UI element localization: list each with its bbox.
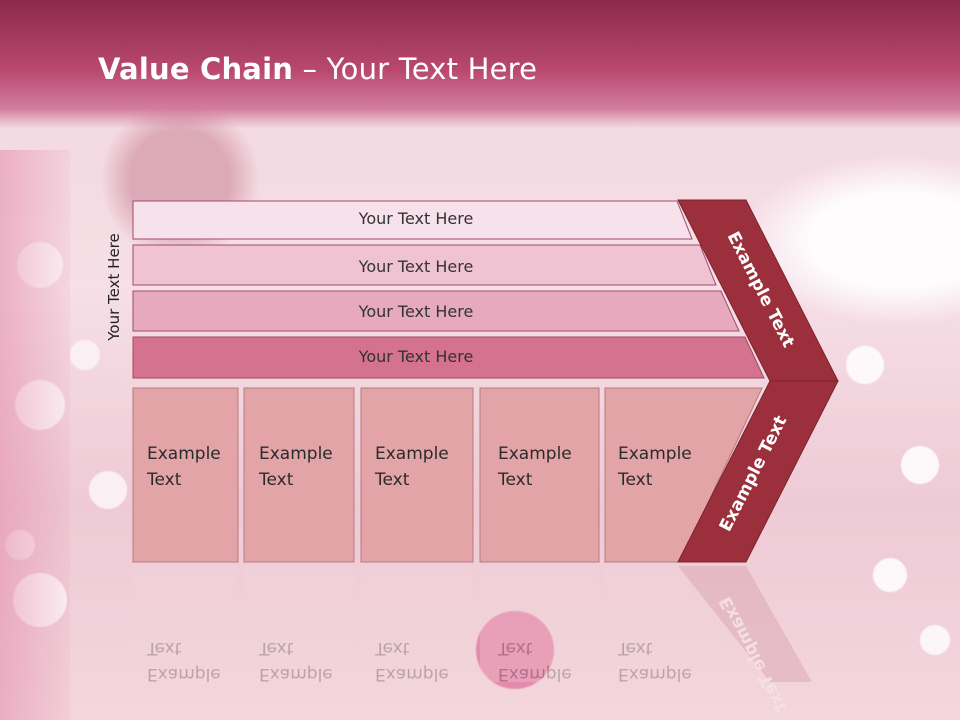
reflection-column-2-line1: Example [259, 664, 333, 684]
reflection-column-4-line1: Example [498, 664, 572, 684]
column-2-line1: Example [259, 444, 333, 464]
slide-title-rest: – Your Text Here [293, 52, 538, 86]
slide-title-bold: Value Chain [98, 52, 294, 86]
bar-1-shape [132, 200, 693, 240]
title-bar [0, 0, 960, 128]
reflection-column-1-line1: Example [147, 664, 221, 684]
diagram-reflection: Example Text Example Text Example Text E… [133, 566, 812, 715]
column-1-line2: Text [146, 470, 182, 490]
reflection-column-4-line2: Text [497, 638, 533, 658]
column-4[interactable]: Example Text [479, 387, 600, 563]
reflection-column-1 [133, 566, 238, 682]
column-3-line2: Text [374, 470, 410, 490]
column-1-line1: Example [147, 444, 221, 464]
column-5-line1: Example [618, 444, 692, 464]
bar-1-label: Your Text Here [358, 209, 474, 228]
reflection-column-5 [605, 566, 734, 682]
bar-4-label: Your Text Here [358, 347, 474, 366]
reflection-column-1-line2: Text [146, 638, 182, 658]
column-5-line2: Text [617, 470, 653, 490]
chevron-lower-shape [677, 380, 839, 563]
column-1-box [132, 387, 239, 563]
reflection-column-2 [244, 566, 354, 682]
bar-4[interactable]: Your Text Here [132, 336, 765, 379]
bar-3[interactable]: Your Text Here [132, 290, 740, 332]
reflection-column-3-line2: Text [374, 638, 410, 658]
reflection-column-5-line2: Text [617, 638, 653, 658]
column-4-box [479, 387, 600, 563]
bar-3-shape [132, 290, 740, 332]
reflection-column-4 [480, 566, 599, 682]
column-3-box [360, 387, 474, 563]
column-3[interactable]: Example Text [360, 387, 474, 563]
column-2-line2: Text [258, 470, 294, 490]
bar-3-label: Your Text Here [358, 302, 474, 321]
column-2[interactable]: Example Text [243, 387, 355, 563]
reflection-chevron [678, 566, 812, 682]
column-4-line2: Text [497, 470, 533, 490]
slide-title[interactable]: Value Chain – Your Text Here [98, 52, 537, 86]
column-3-line1: Example [375, 444, 449, 464]
bar-2-label: Your Text Here [358, 257, 474, 276]
background-accent [0, 150, 70, 720]
bar-4-shape [132, 336, 765, 379]
bar-2-shape [132, 244, 717, 286]
bar-2[interactable]: Your Text Here [132, 244, 717, 286]
bar-1[interactable]: Your Text Here [132, 200, 693, 240]
reflection-column-3 [361, 566, 473, 682]
column-1[interactable]: Example Text [132, 387, 239, 563]
column-2-box [243, 387, 355, 563]
reflection-column-5-line1: Example [618, 664, 692, 684]
reflection-column-2-line2: Text [258, 638, 294, 658]
column-4-line1: Example [498, 444, 572, 464]
reflection-column-3-line1: Example [375, 664, 449, 684]
